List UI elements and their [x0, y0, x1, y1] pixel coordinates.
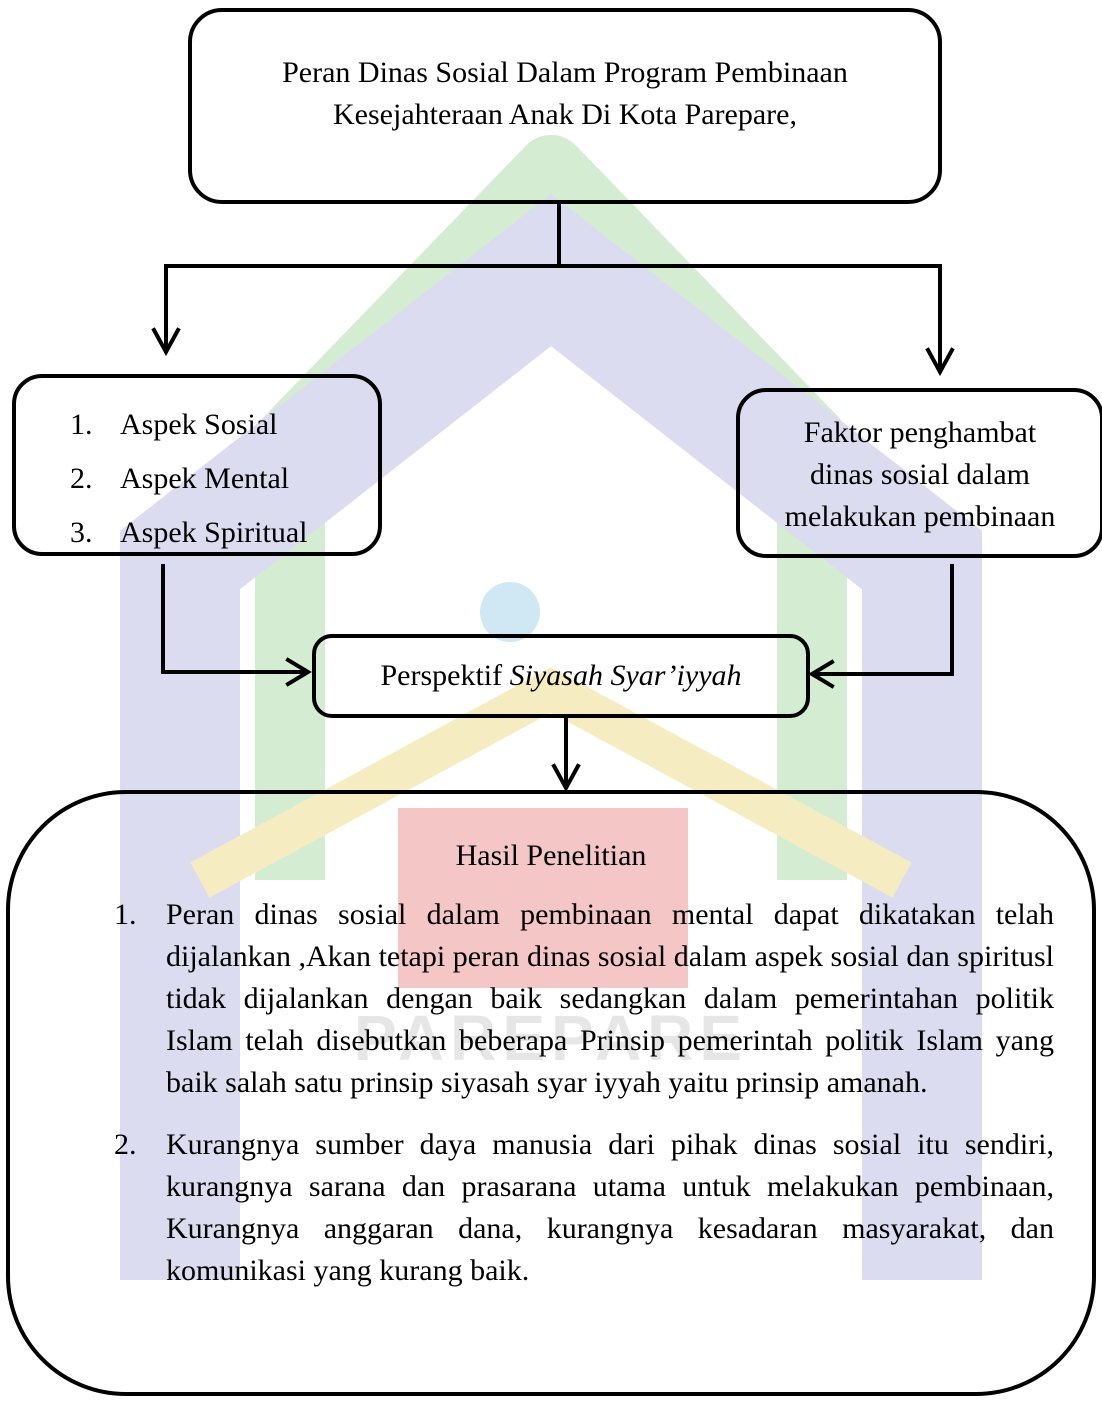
factor-line-3: melakukan pembinaan: [784, 500, 1056, 533]
aspect-item: 3. Aspek Spiritual: [70, 506, 308, 552]
result-box: Hasil Penelitian 1. Peran dinas sosial da…: [6, 790, 1096, 1396]
arrowhead-perspective-to-result: [551, 763, 581, 793]
aspects-list: 1. Aspek Sosial 2. Aspek Mental 3. Aspek Sp…: [70, 398, 308, 552]
result-text: Kurangnya sumber daya manusia dari pihak…: [166, 1128, 1054, 1287]
arrowhead-left-branch: [151, 327, 181, 357]
aspect-number: 3.: [70, 516, 93, 549]
aspect-label: Aspek Spiritual: [120, 516, 308, 549]
arrowhead-right-branch: [925, 347, 955, 377]
connector-factor-to-perspective: [812, 564, 954, 676]
factor-line-2: dinas sosial dalam: [810, 458, 1030, 491]
perspective-box: Perspektif Siyasah Syar’iyyah: [312, 634, 810, 718]
title-line-1: Peran Dinas Sosial Dalam Program Pembina…: [282, 56, 848, 89]
aspect-label: Aspek Sosial: [120, 408, 278, 441]
perspective-text: Perspektif Siyasah Syar’iyyah: [316, 656, 806, 696]
result-list: 1. Peran dinas sosial dalam pembinaan men…: [114, 894, 1054, 1292]
factor-line-1: Faktor penghambat: [803, 416, 1037, 449]
title-text: Peran Dinas Sosial Dalam Program Pembina…: [192, 52, 938, 136]
title-box: Peran Dinas Sosial Dalam Program Pembina…: [188, 8, 942, 204]
result-item: 2. Kurangnya sumber daya manusia dari pih…: [114, 1124, 1054, 1292]
aspect-item: 2. Aspek Mental: [70, 452, 308, 506]
factor-box: Faktor penghambat dinas sosial dalam mel…: [736, 388, 1102, 558]
arrowhead-aspects-to-perspective: [285, 657, 312, 687]
connector-aspects-to-perspective: [161, 564, 308, 674]
result-text: Peran dinas sosial dalam pembinaan menta…: [166, 898, 1054, 1099]
result-heading: Hasil Penelitian: [455, 839, 647, 872]
factor-text: Faktor penghambat dinas sosial dalam mel…: [740, 412, 1100, 538]
aspects-box: 1. Aspek Sosial 2. Aspek Mental 3. Aspek Sp…: [12, 374, 382, 556]
title-line-2: Kesejahteraan Anak Di Kota Parepare,: [333, 98, 797, 131]
aspect-number: 1.: [70, 408, 93, 441]
aspect-item: 1. Aspek Sosial: [70, 398, 308, 452]
arrowhead-factor-to-perspective: [808, 659, 835, 689]
aspect-number: 2.: [70, 462, 93, 495]
result-item: 1. Peran dinas sosial dalam pembinaan men…: [114, 894, 1054, 1104]
result-number: 2.: [114, 1128, 137, 1161]
aspect-label: Aspek Mental: [120, 462, 290, 495]
perspective-italic: Siyasah Syar’iyyah: [509, 659, 742, 692]
result-number: 1.: [114, 898, 137, 931]
perspective-prefix: Perspektif: [380, 659, 510, 692]
